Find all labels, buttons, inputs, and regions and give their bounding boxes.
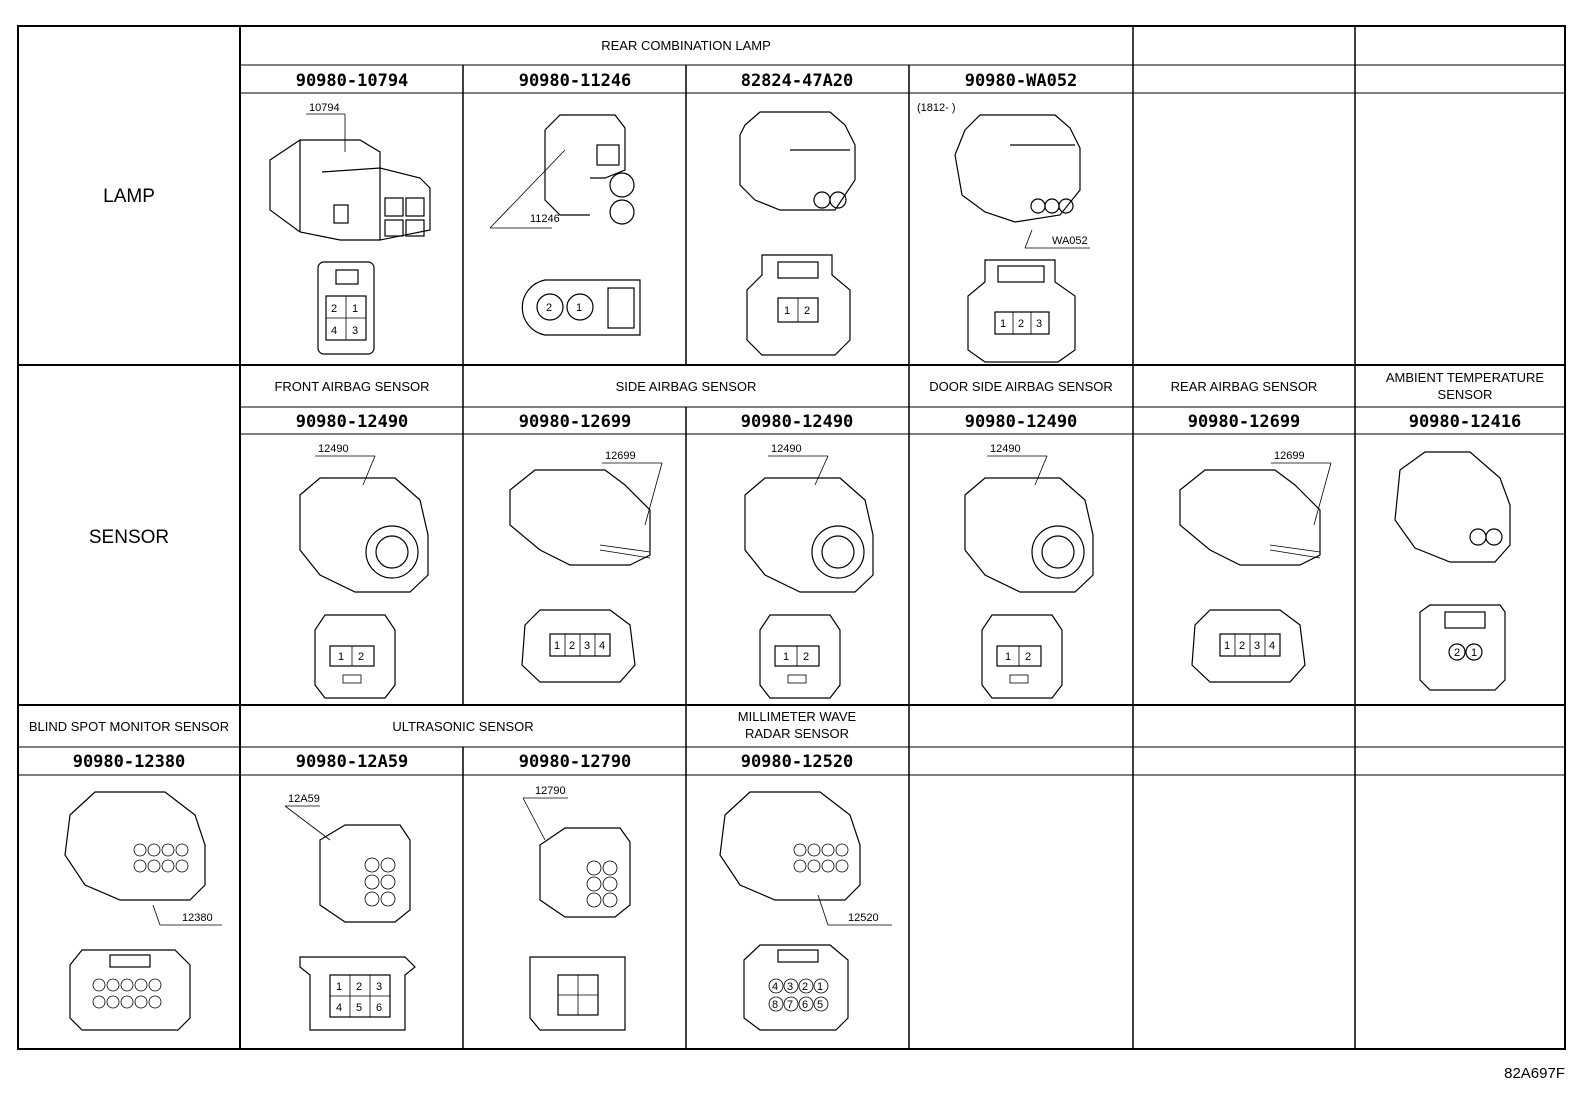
callout-label: 12790 [535,785,566,797]
part-number: 90980-12699 [1188,412,1301,432]
pin-label: 1 [1224,640,1230,652]
callout-label: 12490 [990,443,1021,455]
callout-label: 12A59 [288,793,320,805]
pin-label: 7 [787,999,793,1011]
pin-label: 1 [784,305,790,317]
pin-label: 2 [546,302,552,314]
group-front-airbag-sensor: FRONT AIRBAG SENSOR [274,379,429,394]
pin-label: 3 [352,325,358,337]
part-number: 90980-12490 [296,412,409,432]
callout-label: 12520 [848,912,879,924]
pin-label: 2 [1239,640,1245,652]
part-note: (1812- ) [917,102,956,114]
group-ambient-temp-sensor-line2: SENSOR [1438,387,1493,402]
pin-label: 1 [554,640,560,652]
connector-12699-rear-illustration: 12699 1 2 3 4 [1179,450,1332,683]
callout-label: 10794 [309,102,340,114]
connector-wa052-illustration: (1812- ) WA052 1 2 3 [917,102,1090,363]
pin-label: 3 [376,981,382,993]
connector-12a59-illustration: 12A59 1 2 3 4 5 6 [284,793,416,1031]
callout-label: 11246 [530,213,560,225]
part-number: 90980-12699 [519,412,632,432]
pin-label: 2 [804,305,810,317]
part-number: 90980-12A59 [296,752,409,772]
connector-12380-illustration: 12380 [64,791,222,1031]
callout-label: 12699 [1274,450,1305,462]
pin-label: 3 [1036,318,1042,330]
pin-label: 1 [352,303,358,315]
group-door-side-airbag-sensor: DOOR SIDE AIRBAG SENSOR [929,379,1113,394]
row-label-sensor: SENSOR [89,527,169,548]
part-number: 90980-12520 [741,752,854,772]
connector-12520-illustration: 12520 4 3 2 1 8 7 6 5 [719,791,892,1031]
figure-id: 82A697F [1504,1065,1565,1082]
part-number: 90980-10794 [296,71,409,91]
row-label-lamp: LAMP [103,186,155,207]
pin-label: 1 [338,651,344,663]
pin-label: 2 [569,640,575,652]
pin-label: 5 [817,999,823,1011]
connector-12490-side-illustration: 12490 1 2 [744,443,874,699]
callout-label: 12699 [605,450,636,462]
pin-label: 1 [336,981,342,993]
pin-label: 1 [1471,647,1477,659]
part-number: 90980-11246 [519,71,632,91]
pin-label: 6 [802,999,808,1011]
pin-label: 1 [576,302,582,314]
pin-label: 1 [1000,318,1006,330]
pin-label: 4 [599,640,605,652]
pin-label: 4 [336,1002,342,1014]
pin-label: 6 [376,1002,382,1014]
pin-label: 2 [358,651,364,663]
pin-label: 2 [802,981,808,993]
group-mmwave-radar-line1: MILLIMETER WAVE [738,709,857,724]
callout-label: 12380 [182,912,213,924]
callout-label: 12490 [771,443,802,455]
connector-11246-illustration: 11246 2 1 [489,114,641,336]
pin-label: 1 [817,981,823,993]
connector-12416-illustration: 2 1 [1394,451,1511,691]
part-number: 90980-12380 [73,752,186,772]
callout-label: WA052 [1052,235,1088,247]
pin-label: 2 [1018,318,1024,330]
pin-label: 2 [331,303,337,315]
pin-label: 2 [356,981,362,993]
connector-12490-door-illustration: 12490 1 2 [964,443,1094,699]
connector-47a20-illustration: 1 2 [739,111,856,356]
group-mmwave-radar-line2: RADAR SENSOR [745,726,849,741]
pin-label: 1 [1005,651,1011,663]
pin-label: 2 [803,651,809,663]
pin-label: 1 [783,651,789,663]
pin-label: 4 [772,981,778,993]
pin-label: 3 [1254,640,1260,652]
part-number: 90980-12490 [741,412,854,432]
group-side-airbag-sensor: SIDE AIRBAG SENSOR [616,379,757,394]
pin-label: 5 [356,1002,362,1014]
connector-12490-front-illustration: 12490 1 2 [299,443,429,699]
group-rear-combination-lamp: REAR COMBINATION LAMP [601,38,771,53]
connector-12699-side-illustration: 12699 1 2 3 4 [509,450,663,683]
part-number: 90980-WA052 [965,71,1078,91]
part-number: 82824-47A20 [741,71,854,91]
pin-label: 2 [1025,651,1031,663]
group-blind-spot-monitor-sensor: BLIND SPOT MONITOR SENSOR [29,719,229,734]
part-number: 90980-12416 [1409,412,1522,432]
pin-label: 3 [787,981,793,993]
pin-label: 8 [772,999,778,1011]
callout-label: 12490 [318,443,349,455]
pin-label: 2 [1454,647,1460,659]
group-rear-airbag-sensor: REAR AIRBAG SENSOR [1171,379,1318,394]
part-number: 90980-12790 [519,752,632,772]
connector-10794-illustration: 10794 2 1 4 3 [269,102,431,355]
connector-12790-illustration: 12790 [522,785,631,1031]
pin-label: 4 [1269,640,1275,652]
part-number: 90980-12490 [965,412,1078,432]
group-ultrasonic-sensor: ULTRASONIC SENSOR [392,719,533,734]
pin-label: 3 [584,640,590,652]
group-ambient-temp-sensor-line1: AMBIENT TEMPERATURE [1386,370,1545,385]
pin-label: 4 [331,325,337,337]
table-grid [17,25,1566,1050]
